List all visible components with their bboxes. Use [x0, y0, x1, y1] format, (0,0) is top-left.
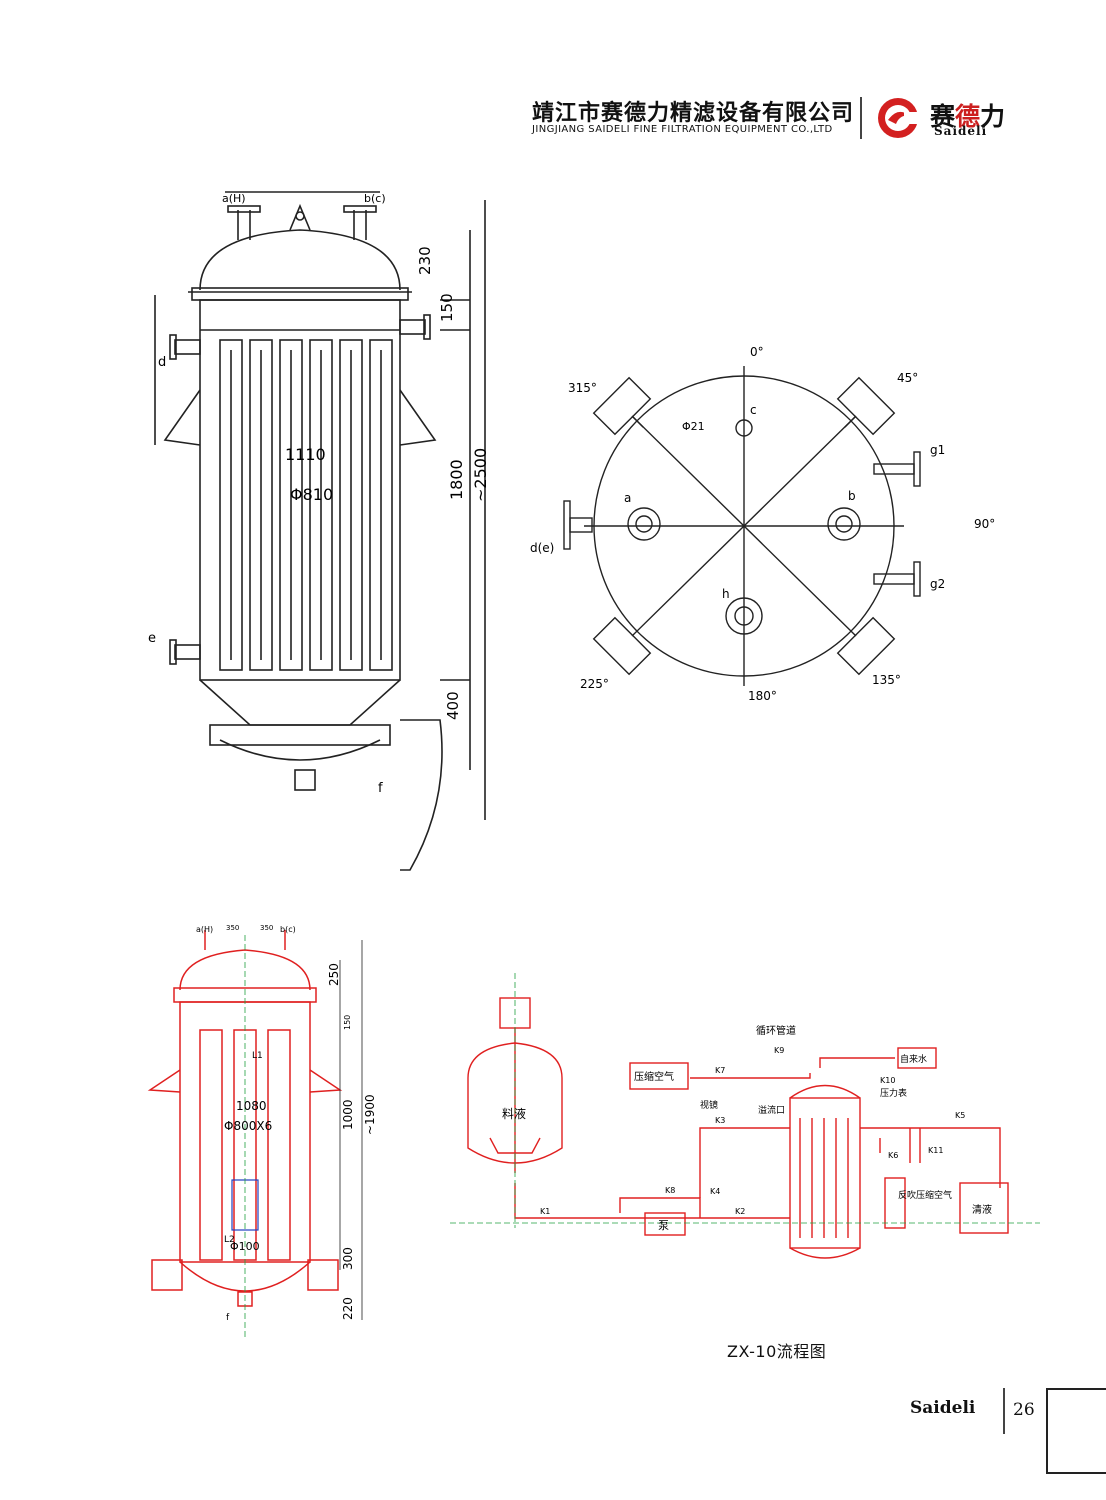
svg-text:K7: K7 [715, 1066, 725, 1075]
header-divider [860, 97, 862, 139]
svg-text:b(c): b(c) [280, 925, 296, 934]
svg-text:压缩空气: 压缩空气 [634, 1070, 674, 1083]
svg-text:250: 250 [327, 963, 341, 986]
svg-text:225°: 225° [580, 677, 609, 691]
svg-text:g1: g1 [930, 443, 945, 457]
svg-text:a(H): a(H) [196, 925, 213, 934]
svg-text:350: 350 [260, 924, 273, 932]
svg-text:Φ21: Φ21 [682, 420, 705, 433]
svg-text:1080: 1080 [236, 1099, 267, 1113]
svg-text:自来水: 自来水 [900, 1053, 927, 1065]
svg-text:b(c): b(c) [364, 192, 386, 205]
svg-text:f: f [226, 1313, 230, 1323]
page-corner-box [1046, 1388, 1106, 1474]
svg-text:315°: 315° [568, 381, 597, 395]
svg-text:Φ100: Φ100 [230, 1240, 260, 1253]
filter-elevation-drawing: a(H) b(c) 230 150 1800 ~2500 1110 Φ810 4… [148, 191, 490, 871]
svg-text:400: 400 [444, 691, 462, 720]
plan-view-drawing: 0° 45° 90° 135° 180° 225° 315° c a b h d… [530, 345, 995, 703]
red-vessel-drawing: a(H) b(c) 350 350 250 150 1000 ~1900 300… [147, 924, 375, 1340]
svg-text:b: b [848, 489, 856, 503]
svg-text:反吹压缩空气: 反吹压缩空气 [898, 1189, 952, 1201]
svg-text:1000: 1000 [341, 1099, 355, 1130]
company-name-en: JINGJIANG SAIDELI FINE FILTRATION EQUIPM… [532, 124, 833, 135]
svg-text:溢流口: 溢流口 [758, 1104, 785, 1116]
svg-text:K9: K9 [774, 1046, 784, 1055]
logo-text-en: Saideli [934, 124, 988, 138]
svg-text:K6: K6 [888, 1151, 898, 1160]
svg-text:L1: L1 [252, 1051, 263, 1061]
svg-text:g2: g2 [930, 577, 945, 591]
svg-text:K1: K1 [540, 1207, 550, 1216]
svg-text:e: e [148, 631, 156, 646]
svg-text:K3: K3 [715, 1116, 725, 1125]
svg-text:f: f [378, 781, 383, 796]
svg-text:180°: 180° [748, 689, 777, 703]
svg-text:220: 220 [341, 1297, 355, 1320]
svg-text:L2: L2 [224, 1235, 235, 1245]
svg-text:300: 300 [341, 1247, 355, 1270]
svg-text:视镜: 视镜 [700, 1099, 718, 1111]
svg-text:K8: K8 [665, 1186, 675, 1195]
svg-text:清液: 清液 [972, 1203, 992, 1216]
svg-text:90°: 90° [974, 517, 995, 531]
svg-text:K10: K10 [880, 1076, 895, 1085]
svg-text:150: 150 [343, 1015, 352, 1030]
footer-brand: Saideli [910, 1398, 976, 1418]
svg-text:Φ810: Φ810 [290, 485, 333, 504]
page-number: 26 [1013, 1400, 1035, 1420]
svg-text:1800: 1800 [447, 459, 466, 500]
svg-text:350: 350 [226, 924, 239, 932]
company-name-cn: 靖江市赛德力精滤设备有限公司 [532, 101, 855, 126]
svg-text:a(H): a(H) [222, 192, 246, 205]
logo-text-cn: 赛德力 [930, 102, 1006, 131]
svg-text:压力表: 压力表 [880, 1087, 907, 1099]
svg-text:h: h [722, 587, 730, 601]
svg-text:K11: K11 [928, 1146, 943, 1155]
svg-text:135°: 135° [872, 673, 901, 687]
saideli-logo-icon [878, 98, 920, 138]
footer-divider [1003, 1388, 1005, 1434]
svg-text:K4: K4 [710, 1187, 720, 1196]
svg-text:d: d [158, 355, 166, 370]
svg-text:c: c [750, 403, 757, 417]
svg-text:K2: K2 [735, 1207, 745, 1216]
svg-text:230: 230 [416, 246, 434, 275]
svg-text:45°: 45° [897, 371, 918, 385]
svg-text:泵: 泵 [658, 1219, 669, 1232]
svg-text:K5: K5 [955, 1111, 965, 1120]
svg-text:Φ800X6: Φ800X6 [224, 1119, 272, 1133]
svg-text:~1900: ~1900 [363, 1094, 375, 1135]
zx10-flow-diagram: 循环管道 压缩空气 自来水 压力表 视镜 溢流口 料液 泵 反吹压缩空气 清液 … [450, 973, 1040, 1259]
svg-text:a: a [624, 491, 631, 505]
svg-text:~2500: ~2500 [471, 448, 490, 502]
svg-text:0°: 0° [750, 345, 764, 359]
svg-text:150: 150 [438, 293, 456, 322]
svg-text:循环管道: 循环管道 [756, 1024, 796, 1037]
flow-diagram-caption: ZX-10流程图 [727, 1342, 827, 1361]
svg-text:料液: 料液 [502, 1106, 526, 1121]
svg-text:d(e): d(e) [530, 541, 554, 555]
svg-text:1110: 1110 [285, 445, 326, 464]
